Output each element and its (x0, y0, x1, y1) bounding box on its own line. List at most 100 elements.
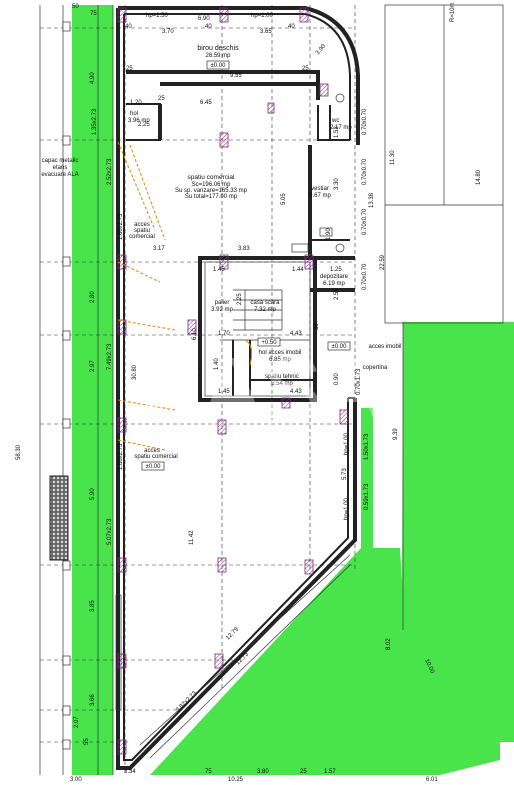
room-spatiu-su: Su total=177.00 mp (185, 194, 238, 200)
svg-text:0.70x0.70: 0.70x0.70 (362, 263, 368, 290)
svg-text:25: 25 (300, 769, 307, 775)
acces-bottom-level: ±0.00 (146, 464, 162, 470)
room-birou-name: birou deschis (197, 45, 239, 52)
svg-text:3.66: 3.66 (90, 694, 96, 706)
svg-text:5.05: 5.05 (281, 193, 287, 205)
svg-text:3.83: 3.83 (238, 246, 250, 252)
svg-text:0.90: 0.90 (334, 373, 340, 385)
entry-arrows (117, 141, 253, 451)
svg-text:hp=1.00: hp=1.00 (251, 13, 274, 19)
room-vestiar-name: vestiar (311, 186, 329, 192)
svg-text:50: 50 (72, 4, 79, 10)
room-hol-acces-name: hol acces imobil (259, 350, 302, 356)
svg-text:10.25: 10.25 (228, 777, 244, 783)
acces-bottom-line2: spatiu comercial (134, 454, 177, 460)
room-casa-scara-area: 7.32 mp (254, 307, 276, 313)
svg-text:13.38: 13.38 (369, 192, 375, 208)
svg-text:9.55: 9.55 (230, 73, 242, 79)
svg-text:75: 75 (205, 769, 212, 775)
room-spatiu-sv: Su sp. vanzare=165.33 mp (175, 188, 248, 194)
room-hol-area: 3.96 mp (128, 118, 150, 124)
room-spatiu-sc: Sc=196.06 mp (192, 182, 232, 188)
svg-text:40: 40 (205, 24, 212, 30)
stairs (220, 289, 310, 396)
svg-text:1.88x2.73: 1.88x2.73 (118, 443, 124, 470)
acces-top-line1: acces (134, 222, 150, 228)
svg-text:2.97: 2.97 (90, 360, 96, 372)
green-zone-bottom (150, 548, 500, 775)
grid-markers (62, 21, 71, 750)
green-zone-right (402, 322, 514, 742)
capac-line2: etans (53, 165, 68, 171)
svg-text:3.00: 3.00 (70, 777, 82, 783)
svg-text:3.80: 3.80 (257, 769, 269, 775)
room-casa-scara-name: casa scara (250, 300, 280, 306)
capac-line1: capac metalic (42, 158, 79, 164)
svg-text:3.90: 3.90 (315, 43, 328, 56)
svg-text:14.80: 14.80 (476, 169, 482, 185)
room-palier-name: palier (215, 300, 230, 306)
room-tehnic-area: 5.54 mp (271, 381, 293, 387)
columns (117, 7, 349, 755)
svg-text:25: 25 (158, 96, 165, 102)
svg-text:3.17: 3.17 (153, 246, 165, 252)
svg-text:1.45: 1.45 (218, 389, 230, 395)
svg-text:hp=1.00: hp=1.00 (344, 432, 350, 455)
svg-text:6.01: 6.01 (426, 777, 438, 783)
svg-text:0.70x0.70: 0.70x0.70 (362, 208, 368, 235)
room-birou-area: 26.59 mp (205, 53, 231, 59)
room-spatiu-name: spatiu comercial (188, 174, 236, 181)
svg-text:12.79: 12.79 (225, 626, 240, 641)
svg-text:1.57: 1.57 (324, 769, 336, 775)
svg-text:1.25: 1.25 (330, 267, 342, 273)
svg-text:25: 25 (126, 66, 133, 72)
room-vestiar-area: 9.67 mp (309, 193, 331, 199)
metal-grate (49, 475, 69, 561)
svg-text:1.90: 1.90 (326, 228, 332, 240)
svg-text:1.53: 1.53 (334, 126, 340, 138)
svg-text:3.34: 3.34 (124, 769, 136, 775)
svg-text:30.80: 30.80 (132, 364, 138, 380)
room-wc-name: wc (331, 118, 339, 124)
svg-text:6.45: 6.45 (200, 100, 212, 106)
svg-text:2.55: 2.55 (334, 288, 340, 300)
room-tehnic-name: spatiu tehnic (265, 374, 299, 380)
svg-text:30: 30 (314, 323, 320, 330)
svg-text:3.30: 3.30 (334, 178, 340, 190)
svg-text:2.80: 2.80 (90, 291, 96, 303)
svg-text:5.73: 5.73 (342, 468, 348, 480)
svg-text:1.35x2.73: 1.35x2.73 (92, 108, 98, 135)
svg-text:0.59x1.73: 0.59x1.73 (364, 483, 370, 510)
svg-text:8.02: 8.02 (386, 638, 392, 650)
svg-text:1.20: 1.20 (130, 100, 142, 106)
room-hol-acces-area: 6.85 mp (269, 357, 291, 363)
svg-text:2.25: 2.25 (237, 293, 243, 305)
watermark: CASA (137, 340, 382, 440)
room-depozitare-area: 6.19 mp (323, 281, 345, 287)
svg-text:5.90: 5.90 (90, 488, 96, 500)
room-wc-area: 2.17 mp (330, 125, 352, 131)
capac-line3: evacuare ALA (41, 172, 78, 178)
svg-text:hp=1.00: hp=1.00 (344, 497, 350, 520)
acces-imobil-level: ±0.00 (332, 344, 348, 350)
svg-text:hp=1.50: hp=1.50 (146, 13, 169, 19)
svg-text:3.85: 3.85 (90, 600, 96, 612)
svg-text:1.50x1.73: 1.50x1.73 (364, 433, 370, 460)
green-strip-left (72, 5, 113, 775)
svg-text:2.52x2.73: 2.52x2.73 (107, 158, 113, 185)
svg-text:1.45: 1.45 (213, 267, 225, 273)
svg-text:5.07x2.73: 5.07x2.73 (107, 518, 113, 545)
svg-text:1.44: 1.44 (292, 267, 304, 273)
svg-text:11.42: 11.42 (189, 530, 195, 545)
svg-text:2.25: 2.25 (138, 122, 150, 128)
acces-imobil-name: acces imobil (368, 344, 401, 350)
level-palier: +0.50 (261, 340, 277, 346)
svg-text:7.49x2.73: 7.49x2.73 (107, 343, 113, 370)
svg-text:58.30: 58.30 (16, 444, 22, 460)
svg-text:12.73: 12.73 (235, 651, 250, 666)
office-wall (126, 70, 320, 100)
svg-text:R=10m: R=10m (450, 2, 456, 22)
svg-text:75: 75 (90, 11, 97, 17)
copertina-label: copertina (363, 365, 388, 371)
